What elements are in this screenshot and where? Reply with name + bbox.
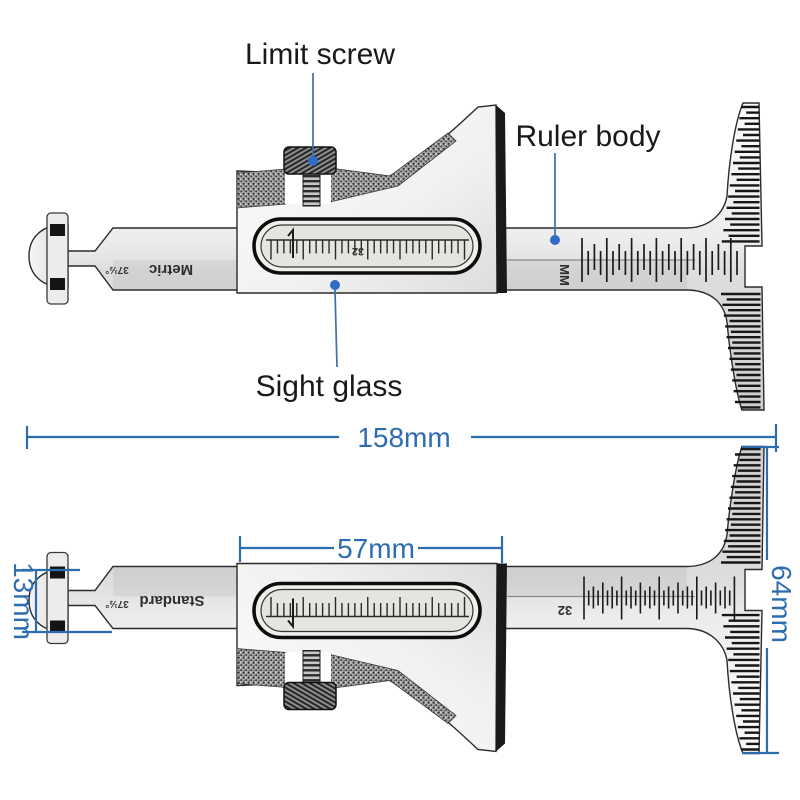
bottom-scale-unit-engraving: 32: [558, 603, 572, 618]
window-scale-ticks: [270, 240, 466, 260]
knurl-grip-left: [236, 168, 287, 209]
callout-annotations: Limit screw Ruler body Sight glass: [245, 38, 661, 403]
dim-13-value: 13mm: [8, 562, 39, 640]
t-base-lower-ticks: [721, 292, 761, 409]
sight-glass-leader-line: [334, 289, 338, 368]
bottom-angle-engraving: 37½°: [105, 598, 128, 609]
top-scale-unit-engraving: MM: [557, 264, 572, 286]
limit-screw-leader-dot: [308, 156, 318, 166]
limit-screw-label: Limit screw: [245, 38, 395, 71]
sight-glass-label: Sight glass: [256, 370, 403, 403]
t-base-upper-ticks: [721, 105, 760, 243]
ruler-body-label: Ruler body: [515, 120, 660, 153]
window-index-mark: [287, 227, 294, 258]
dim-64-value: 64mm: [766, 565, 797, 643]
dimension-annotations: [22, 424, 779, 755]
tool-structure: [28, 102, 765, 411]
bottom-side-engraving: Standard: [139, 592, 204, 609]
top-beam-mm-ticks: [581, 238, 738, 282]
ruler-body-leader-dot: [550, 235, 560, 245]
sight-glass-inner: [260, 224, 474, 268]
bottom-beam-32nds-ticks: [583, 576, 736, 620]
jaw-post-slot-bottom: [50, 278, 65, 290]
top-window-mark: 32: [352, 245, 364, 257]
slider-edge-band: [496, 105, 507, 293]
dim-57-value: 57mm: [337, 533, 415, 564]
dim-158-value: 158mm: [357, 422, 450, 453]
jaw-post-slot-top: [50, 224, 65, 236]
top-side-engraving: Metric: [149, 261, 193, 278]
top-angle-engraving: 37½°: [105, 264, 128, 275]
sight-glass-leader-dot: [330, 280, 340, 290]
